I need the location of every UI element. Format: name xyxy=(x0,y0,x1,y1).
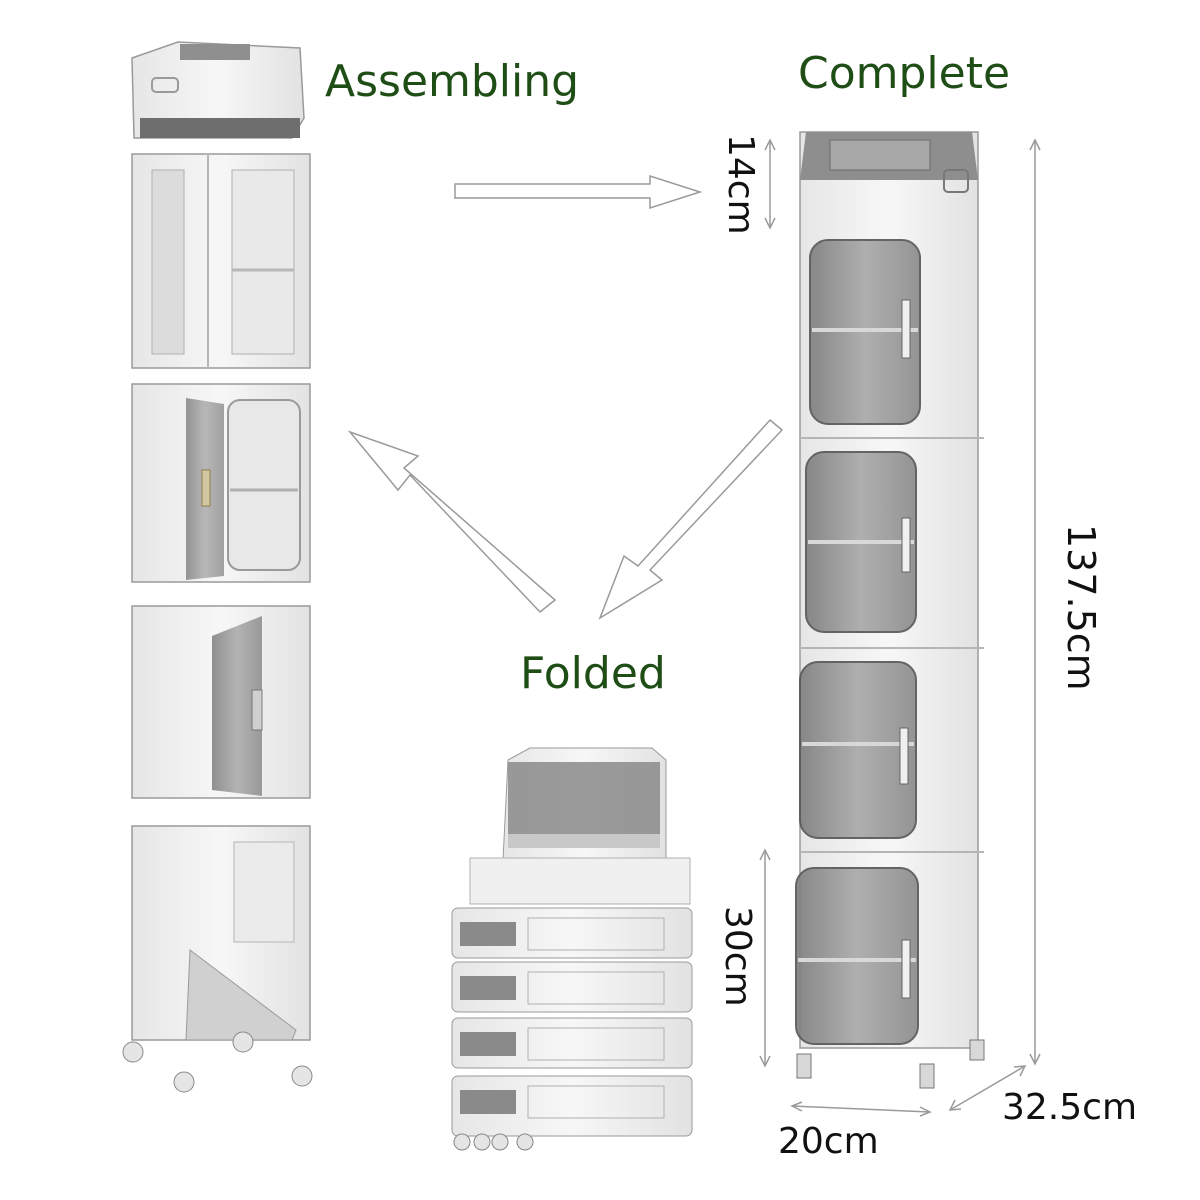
assembling-stack xyxy=(122,41,313,1093)
dimension-line-width xyxy=(790,1101,932,1117)
heading-folded: Folded xyxy=(520,648,666,699)
folded-stack xyxy=(451,747,693,1151)
folded-panel-4 xyxy=(451,1075,693,1137)
heading-assembling: Assembling xyxy=(325,56,580,107)
folded-panel-2 xyxy=(451,961,693,1013)
complete-tower xyxy=(795,131,985,1089)
dimension-line-depth xyxy=(948,1065,1027,1111)
dimension-line-folded-height xyxy=(759,848,771,1068)
assembling-top-lid xyxy=(131,41,305,139)
dimension-label-folded-height: 30cm xyxy=(717,906,758,1007)
complete-door-4 xyxy=(795,867,919,1045)
heading-complete: Complete xyxy=(798,48,1011,99)
arrow-complete-to-folded xyxy=(598,418,784,620)
complete-top-module xyxy=(800,132,978,193)
complete-door-1 xyxy=(809,239,921,425)
dimension-label-depth: 32.5cm xyxy=(1002,1087,1138,1128)
folded-panel-3 xyxy=(451,1017,693,1069)
dimension-label-width: 20cm xyxy=(778,1121,879,1162)
dimension-label-total-height: 137.5cm xyxy=(1059,524,1103,691)
dimension-label-top-module: 14cm xyxy=(720,134,761,235)
folded-panel-1 xyxy=(451,907,693,959)
complete-door-3 xyxy=(799,661,917,839)
assembling-module-base xyxy=(122,825,313,1093)
arrow-folded-to-assembling xyxy=(347,430,557,614)
assembling-module-door-open xyxy=(131,605,311,799)
complete-door-2 xyxy=(805,451,917,633)
assembling-module-frame xyxy=(131,153,311,369)
assembling-module-door xyxy=(131,383,311,583)
dimension-line-total-height xyxy=(1029,138,1041,1066)
folded-top-module xyxy=(501,747,667,881)
arrow-assembling-to-complete xyxy=(454,174,703,210)
dimension-line-top-module xyxy=(764,138,776,230)
